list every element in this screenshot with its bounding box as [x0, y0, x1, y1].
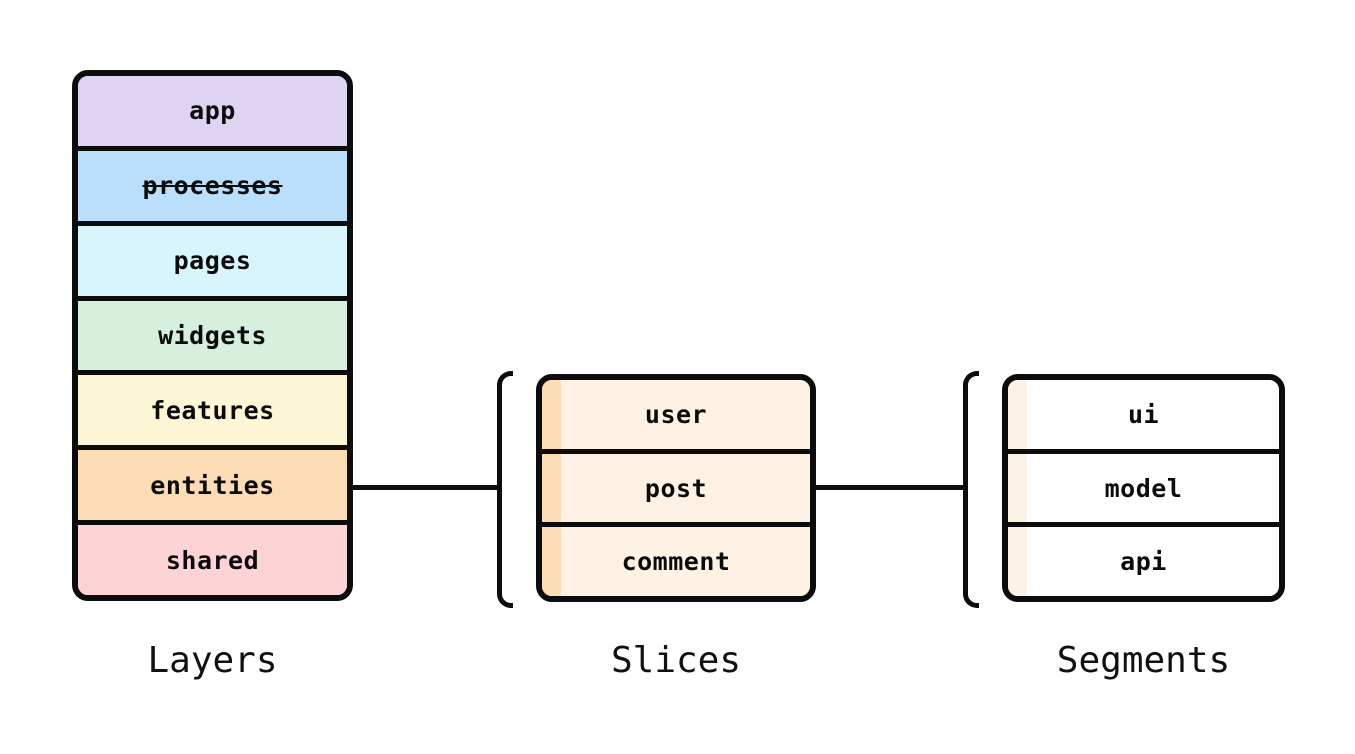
segment-accent-stripe	[1008, 453, 1027, 523]
segments-stack: ui model api	[1002, 374, 1285, 602]
caption-segments: Segments	[1056, 640, 1231, 681]
layer-row-app: app	[78, 76, 347, 146]
layer-row-entities: entities	[78, 445, 347, 521]
slice-row-comment: comment	[542, 522, 810, 596]
segment-label-ui: ui	[1127, 399, 1160, 429]
slice-row-user: user	[542, 380, 810, 449]
layer-label-shared: shared	[165, 545, 260, 575]
layers-stack: app processes pages widgets features ent…	[72, 70, 353, 601]
layer-row-pages: pages	[78, 220, 347, 296]
layer-label-widgets: widgets	[158, 321, 267, 350]
segment-label-model: model	[1104, 473, 1183, 503]
slice-accent-stripe	[542, 380, 561, 449]
slice-label-post: post	[644, 473, 708, 503]
segment-row-ui: ui	[1008, 380, 1279, 449]
segments-open-bracket	[963, 371, 979, 608]
layer-label-app: app	[189, 96, 236, 126]
layer-row-processes: processes	[78, 145, 347, 221]
segment-accent-stripe	[1008, 380, 1027, 449]
slices-open-bracket	[497, 371, 513, 608]
segment-label-api: api	[1120, 547, 1167, 577]
connector-slices-to-segments	[816, 485, 968, 490]
slice-label-user: user	[644, 399, 708, 429]
caption-slices: Slices	[610, 640, 742, 681]
caption-layers: Layers	[147, 640, 278, 681]
layer-label-processes: processes	[142, 171, 283, 201]
layer-row-features: features	[78, 370, 347, 446]
layer-row-shared: shared	[78, 520, 347, 595]
slice-label-comment: comment	[621, 547, 731, 577]
segment-row-model: model	[1008, 448, 1279, 523]
segment-accent-stripe	[1008, 527, 1027, 596]
layer-label-entities: entities	[150, 470, 275, 500]
slice-accent-stripe	[542, 527, 561, 596]
connector-layers-to-slices	[353, 485, 502, 490]
layer-label-pages: pages	[173, 246, 252, 276]
slice-accent-stripe	[542, 453, 561, 523]
segment-row-api: api	[1008, 522, 1279, 596]
slices-stack: user post comment	[536, 374, 816, 602]
layer-label-features: features	[150, 395, 275, 425]
slice-row-post: post	[542, 448, 810, 523]
layer-row-widgets: widgets	[78, 295, 347, 371]
